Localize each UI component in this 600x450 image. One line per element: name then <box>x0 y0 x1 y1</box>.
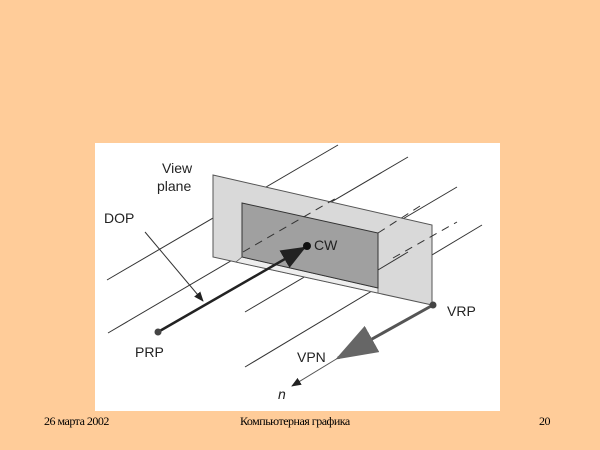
vpn-arrow <box>335 303 434 360</box>
label-plane: plane <box>157 178 191 194</box>
prp-point <box>154 328 162 336</box>
label-vpn: VPN <box>297 349 326 365</box>
dop-pointer <box>144 231 204 302</box>
dop-arrow <box>157 246 307 334</box>
vrp-point <box>429 301 437 309</box>
footer-date: 26 марта 2002 <box>44 414 109 428</box>
label-dop: DOP <box>104 210 134 226</box>
footer-title: Компьютерная графика <box>240 414 350 428</box>
projector-line <box>244 224 483 368</box>
label-prp: PRP <box>135 344 164 360</box>
hidden-lines <box>242 196 458 271</box>
footer-page-number: 20 <box>539 414 551 428</box>
n-axis <box>291 357 339 387</box>
label-vrp: VRP <box>447 303 476 319</box>
cw-point <box>303 242 311 250</box>
label-n: n <box>278 386 286 402</box>
label-cw: CW <box>314 237 338 253</box>
label-view: View <box>162 160 193 176</box>
